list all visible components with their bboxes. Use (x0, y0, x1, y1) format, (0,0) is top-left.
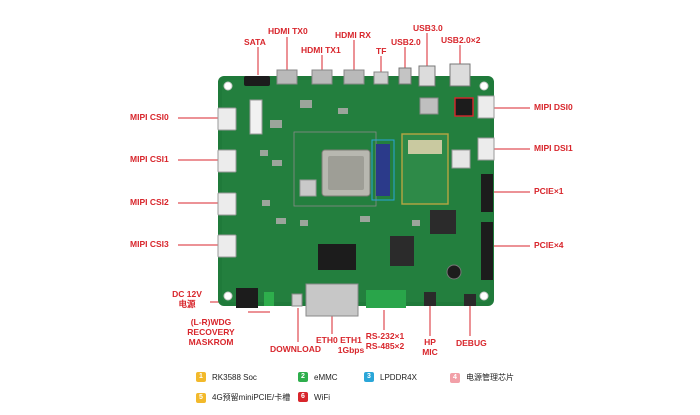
legend-item: 1 RK3588 Soc (196, 372, 257, 382)
label-eth0: ETH0 (316, 335, 338, 345)
legend-badge: 6 (298, 392, 308, 402)
wifi-module (454, 97, 474, 117)
legend-text: 4G预留miniPCIE/卡槽 (212, 393, 291, 402)
label-rs232: RS-232×1 (365, 331, 405, 341)
label-rs-group: RS-232×1 RS-485×2 (362, 331, 408, 352)
legend-text: RK3588 Soc (212, 372, 257, 382)
legend-item: 4 电源管理芯片 (450, 372, 514, 383)
wdg-switch (264, 292, 274, 306)
usb20-port (398, 67, 412, 85)
download-port (291, 293, 303, 307)
sim-slot (451, 149, 471, 169)
usb30-port (418, 65, 436, 87)
legend-text: 电源管理芯片 (466, 373, 514, 382)
label-eth1: ETH1 (340, 335, 362, 345)
label-tf: TF (376, 46, 387, 56)
legend-item: 3 LPDDR4X (364, 372, 417, 382)
label-hdmi-tx0: HDMI TX0 (268, 26, 308, 36)
label-recovery: RECOVERY (187, 326, 235, 337)
label-lr-wdg: (L-R)WDG (190, 317, 232, 327)
label-debug: DEBUG (456, 338, 487, 348)
mipi-dsi0-connector (477, 95, 495, 119)
label-download: DOWNLOAD (270, 344, 321, 354)
label-mic: MIC (422, 346, 438, 357)
legend-badge: 4 (450, 372, 460, 383)
legend-badge: 2 (298, 372, 308, 382)
label-usb30: USB3.0 (413, 23, 443, 33)
tf-slot (373, 71, 389, 85)
label-sata: SATA (244, 37, 266, 47)
white-header (249, 99, 263, 135)
label-hdmi-tx1: HDMI TX1 (301, 45, 341, 55)
pcie-x1-slot (481, 174, 493, 212)
sata-connector (244, 76, 270, 86)
rs-terminal (366, 290, 406, 308)
usb20x2-port (449, 63, 471, 87)
mount-hole (223, 81, 233, 91)
label-mipi-csi2: MIPI CSI2 (130, 197, 169, 207)
lpddr-outline (371, 139, 395, 201)
label-hdmi-rx: HDMI RX (335, 30, 371, 40)
hdmi-tx1-connector (311, 69, 333, 85)
debug-header (464, 294, 476, 306)
label-mipi-csi1: MIPI CSI1 (130, 154, 169, 164)
label-dc-12v: DC 12V 电源 (162, 289, 212, 310)
label-maskrom: MASKROM (188, 336, 234, 347)
label-dc-12v-text: DC 12V (172, 289, 202, 299)
eth-ports (305, 283, 359, 317)
emmc-chip (299, 179, 317, 197)
mipi-csi1-connector (217, 149, 237, 173)
label-mipi-dsi0: MIPI DSI0 (534, 102, 573, 112)
label-wdg-recovery: (L-R)WDG RECOVERY MASKROM (178, 317, 244, 347)
label-hp: HP (424, 337, 436, 347)
mipi-csi0-connector (217, 107, 237, 131)
label-mipi-csi0: MIPI CSI0 (130, 112, 169, 122)
mount-hole (223, 291, 233, 301)
legend-badge: 5 (196, 392, 206, 403)
hdmi-tx0-connector (276, 69, 298, 85)
label-hp-mic: HP MIC (418, 337, 442, 358)
audio-jack (424, 292, 436, 306)
capacitor (446, 264, 462, 280)
legend-text: WiFi (314, 392, 330, 402)
label-pcie-x4: PCIE×4 (534, 240, 564, 250)
hdmi-rx-connector (343, 69, 365, 85)
legend-badge: 1 (196, 372, 206, 382)
label-eth1-group: ETH1 1Gbps (336, 335, 366, 356)
legend-text: LPDDR4X (380, 372, 417, 382)
label-eth-speed: 1Gbps (337, 344, 365, 355)
label-usb20: USB2.0 (391, 37, 421, 47)
label-rs485: RS-485×2 (365, 340, 405, 351)
legend-text: eMMC (314, 372, 338, 382)
label-usb20x2: USB2.0×2 (441, 35, 481, 45)
mipi-dsi1-connector (477, 137, 495, 161)
dc-power-jack (236, 288, 258, 308)
mount-hole (479, 291, 489, 301)
legend-item: 6 WiFi (298, 392, 330, 402)
pmic-chip (419, 97, 439, 115)
mipi-csi2-connector (217, 192, 237, 216)
mipi-csi3-connector (217, 234, 237, 258)
lpddr-chip (376, 144, 390, 196)
label-dc-power-text: 电源 (178, 298, 196, 309)
label-pcie-x1: PCIE×1 (534, 186, 564, 196)
mount-hole (479, 81, 489, 91)
label-mipi-csi3: MIPI CSI3 (130, 239, 169, 249)
label-mipi-dsi1: MIPI DSI1 (534, 143, 573, 153)
legend-item: 2 eMMC (298, 372, 338, 382)
pcie-x4-slot (481, 222, 493, 280)
legend-item: 5 4G预留miniPCIE/卡槽 (196, 392, 290, 403)
legend-badge: 3 (364, 372, 374, 382)
